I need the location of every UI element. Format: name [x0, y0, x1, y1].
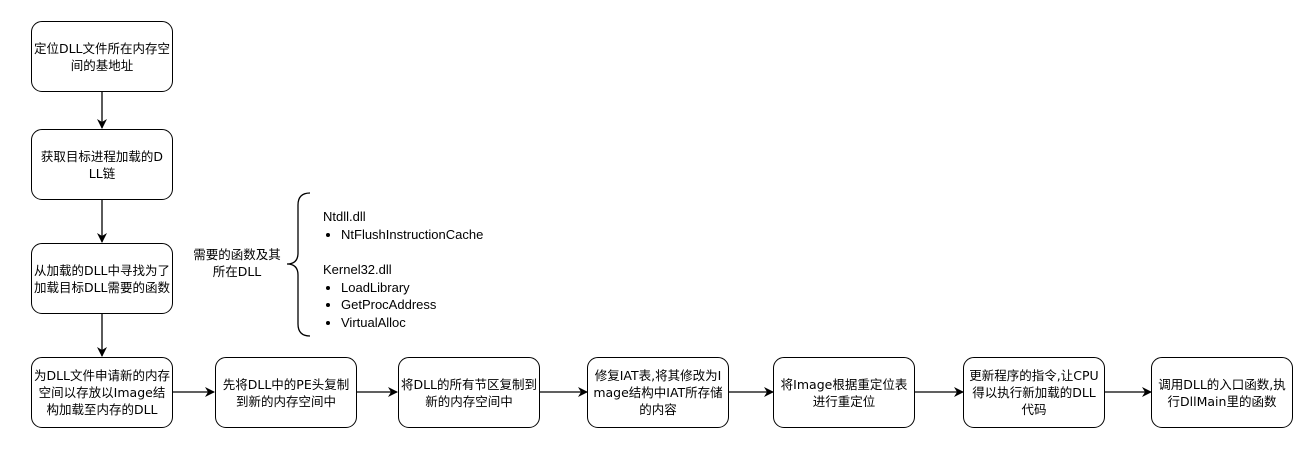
step-allocate-memory[interactable]: 为DLL文件申请新的内存空间以存放以Image结构加载至内存的DLL — [31, 357, 173, 428]
step-text: 先将DLL中的PE头复制到新的内存空间中 — [222, 376, 350, 409]
step-text: 将Image根据重定位表进行重定位 — [780, 376, 908, 409]
function-item: VirtualAlloc — [341, 314, 483, 332]
ntdll-functions: NtFlushInstructionCache — [323, 226, 483, 244]
kernel32-functions: LoadLibrary GetProcAddress VirtualAlloc — [323, 279, 483, 332]
step-text: 调用DLL的入口函数,执行DllMain里的函数 — [1158, 376, 1286, 409]
step-copy-sections[interactable]: 将DLL的所有节区复制到新的内存空间中 — [398, 357, 540, 428]
step-text: 修复IAT表,将其修改为Image结构中IAT所存储的内容 — [593, 368, 723, 417]
step-text: 定位DLL文件所在内存空间的基地址 — [33, 40, 171, 73]
step-flush-instructions[interactable]: 更新程序的指令,让CPU得以执行新加载的DLL代码 — [963, 357, 1105, 428]
required-functions-list: Ntdll.dll NtFlushInstructionCache Kernel… — [323, 208, 483, 331]
step-text: 更新程序的指令,让CPU得以执行新加载的DLL代码 — [969, 368, 1099, 417]
step-text: 获取目标进程加载的DLL链 — [40, 148, 164, 181]
annotation-label: 需要的函数及其所在DLL — [193, 247, 281, 279]
dll-name-ntdll: Ntdll.dll — [323, 209, 366, 224]
step-fix-iat[interactable]: 修复IAT表,将其修改为Image结构中IAT所存储的内容 — [587, 357, 729, 428]
step-locate-dll-base[interactable]: 定位DLL文件所在内存空间的基地址 — [31, 21, 173, 92]
step-text: 从加载的DLL中寻找为了加载目标DLL需要的函数 — [33, 262, 171, 295]
step-copy-pe-header[interactable]: 先将DLL中的PE头复制到新的内存空间中 — [215, 357, 357, 428]
step-get-dll-chain[interactable]: 获取目标进程加载的DLL链 — [31, 129, 173, 200]
curly-brace — [286, 192, 311, 337]
function-item: NtFlushInstructionCache — [341, 226, 483, 244]
step-call-entry[interactable]: 调用DLL的入口函数,执行DllMain里的函数 — [1151, 357, 1293, 428]
step-text: 将DLL的所有节区复制到新的内存空间中 — [400, 376, 538, 409]
function-item: GetProcAddress — [341, 296, 483, 314]
step-find-functions[interactable]: 从加载的DLL中寻找为了加载目标DLL需要的函数 — [31, 243, 173, 314]
function-item: LoadLibrary — [341, 279, 483, 297]
dll-name-kernel32: Kernel32.dll — [323, 262, 392, 277]
step-relocate[interactable]: 将Image根据重定位表进行重定位 — [773, 357, 915, 428]
step-text: 为DLL文件申请新的内存空间以存放以Image结构加载至内存的DLL — [33, 368, 171, 417]
